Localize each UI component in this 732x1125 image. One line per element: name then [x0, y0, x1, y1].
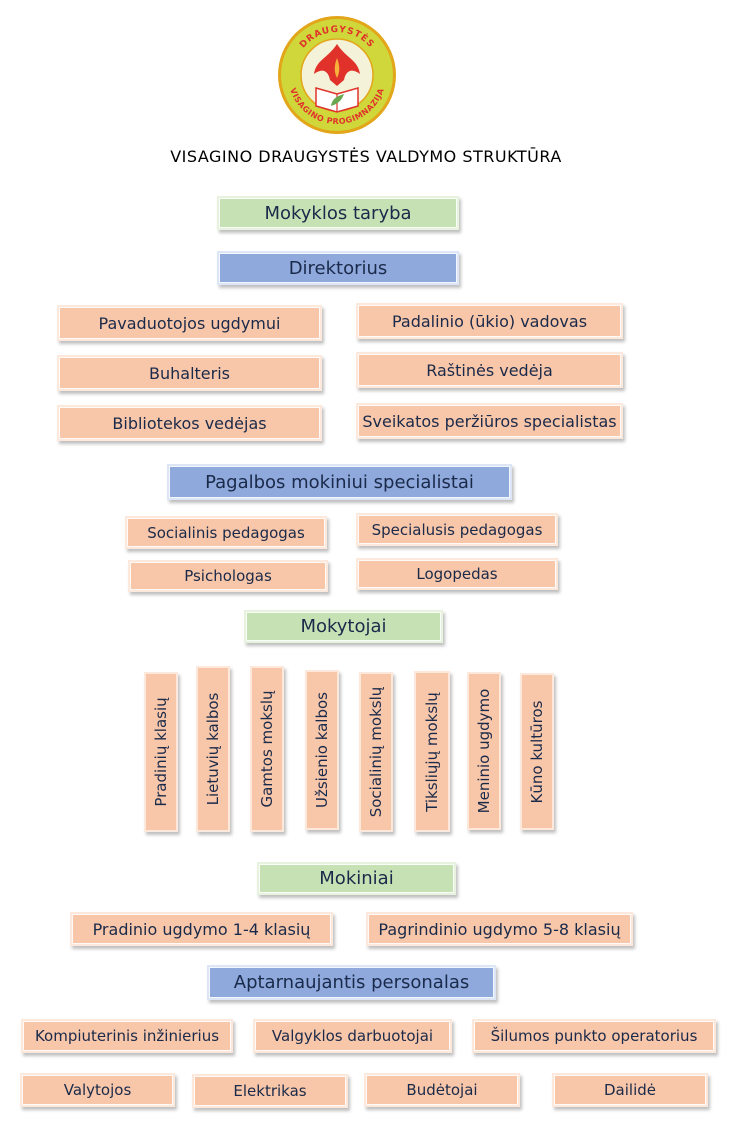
teachers-heading-box: Mokytojai [244, 610, 443, 643]
school-council-box: Mokyklos taryba [217, 196, 459, 230]
teacher-subject-primary: Pradinių klasių [144, 672, 178, 832]
staff-heading-box: Aptarnaujantis personalas [207, 965, 496, 1000]
director-box: Direktorius [217, 251, 459, 285]
admin-box-accountant: Buhalteris [57, 355, 322, 391]
teacher-subject-nature-sciences: Gamtos mokslų [250, 666, 284, 832]
admin-box-office-manager: Raštinės vedėja [356, 352, 623, 388]
students-heading-box: Mokiniai [257, 862, 456, 895]
leaf-icon [331, 94, 344, 106]
teacher-subject-social-sciences: Socialinių mokslų [359, 672, 393, 832]
teacher-subject-lithuanian: Lietuvių kalbos [196, 666, 230, 832]
staff-box-canteen-workers: Valgyklos darbuotojai [253, 1019, 452, 1053]
admin-box-facility-manager: Padalinio (ūkio) vadovas [356, 303, 623, 339]
admin-box-deputy: Pavaduotojos ugdymui [57, 305, 322, 341]
teacher-subject-foreign-languages: Užsienio kalbos [305, 670, 339, 830]
students-box-basic: Pagrindinio ugdymo 5-8 klasių [366, 912, 633, 946]
teacher-subject-exact-sciences: Tiksliųjų mokslų [414, 671, 450, 832]
support-box-speech-therapist: Logopedas [356, 558, 558, 590]
support-box-social-pedagogue: Socialinis pedagogas [125, 516, 327, 549]
staff-box-cleaners: Valytojos [20, 1073, 175, 1107]
admin-box-librarian: Bibliotekos vedėjas [57, 405, 322, 441]
school-logo: DRAUGYSTĖS VISAGINO PROGIMNAZIJA [278, 16, 396, 134]
staff-box-heating-operator: Šilumos punkto operatorius [472, 1019, 716, 1053]
staff-box-computer-engineer: Kompiuterinis inžinierius [21, 1019, 233, 1053]
support-heading-box: Pagalbos mokiniui specialistai [167, 464, 512, 500]
staff-box-guards: Budėtojai [364, 1073, 520, 1107]
support-box-psychologist: Psichologas [128, 560, 328, 592]
teacher-subject-physical-education: Kūno kultūros [520, 673, 554, 830]
staff-box-electrician: Elektrikas [192, 1074, 348, 1108]
students-box-primary: Pradinio ugdymo 1-4 klasių [70, 912, 333, 946]
page-title: VISAGINO DRAUGYSTĖS VALDYMO STRUKTŪRA [170, 147, 562, 166]
teacher-subject-arts: Meninio ugdymo [467, 672, 501, 830]
support-box-special-pedagogue: Specialusis pedagogas [356, 513, 558, 546]
staff-box-carpenter: Dailidė [552, 1073, 708, 1107]
admin-box-health-specialist: Sveikatos peržiūros specialistas [356, 403, 623, 439]
